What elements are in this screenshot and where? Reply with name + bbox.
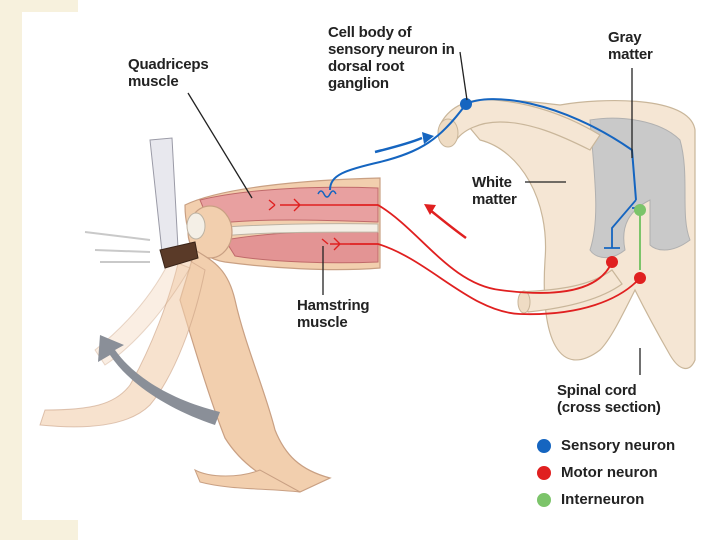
legend-item-interneuron: Interneuron [537,486,675,513]
motor-neuron-path-hamstring [350,243,641,316]
legend-item-motor: Motor neuron [537,459,675,486]
sensory-direction-arrow [374,136,423,154]
swing-arrow [98,335,220,425]
legend-label: Sensory neuron [561,437,676,454]
motor-direction-arrow [429,209,467,240]
interneuron-cell-body [634,204,646,216]
label-quadriceps-muscle: Quadriceps muscle [128,56,209,90]
legend-dot-motor [537,465,551,480]
legend-label: Motor neuron [561,464,658,481]
label-spinal-cord: Spinal cord (cross section) [557,382,661,416]
label-white-matter: White matter [472,174,517,208]
sensory-cell-body [460,98,472,110]
legend-dot-sensory [537,438,551,453]
leg-illustration [39,177,381,493]
spinal-cord-illustration [437,99,696,369]
motor-cell-body-2 [634,272,646,284]
legend-item-sensory: Sensory neuron [537,432,675,459]
label-cell-body: Cell body of sensory neuron in dorsal ro… [328,24,455,92]
reflex-hammer-illustration [84,137,199,269]
legend-dot-interneuron [537,492,551,507]
label-gray-matter: Gray matter [608,29,653,63]
motor-neuron-path-quadriceps [350,204,613,294]
legend: Sensory neuron Motor neuron Interneuron [537,432,675,513]
sensory-neuron-path [329,98,637,201]
legend-label: Interneuron [561,491,645,508]
label-hamstring-muscle: Hamstring muscle [297,297,370,331]
motor-cell-body-1 [606,256,618,268]
